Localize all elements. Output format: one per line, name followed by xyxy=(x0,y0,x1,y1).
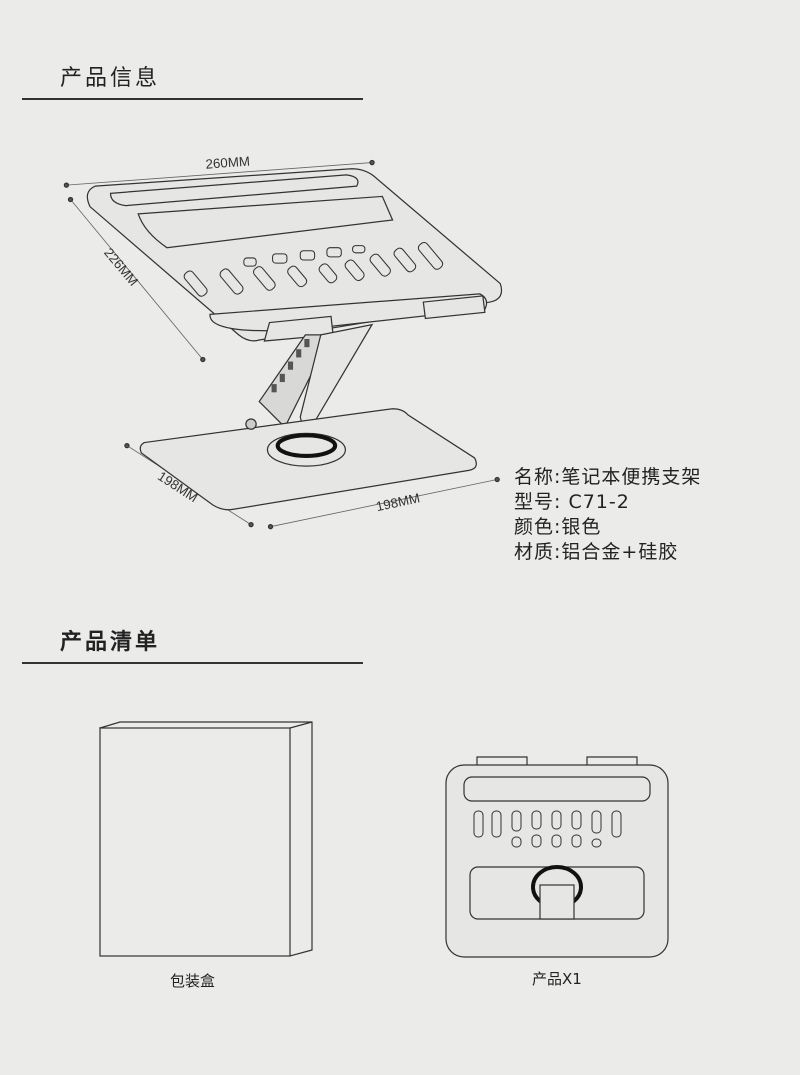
spec-list: 名称:笔记本便携支架 型号: C71-2 颜色:银色 材质:铝合金+硅胶 xyxy=(514,465,701,565)
product-caption: 产品X1 xyxy=(532,970,582,988)
package-box-caption: 包装盒 xyxy=(170,972,216,990)
divider xyxy=(22,662,363,664)
spec-color: 颜色:银色 xyxy=(514,516,602,538)
product-top-view-illustration xyxy=(445,756,669,958)
laptop-stand-diagram: 260MM 226MM 198MM 198MM xyxy=(63,154,503,530)
spec-material: 材质:铝合金+硅胶 xyxy=(514,541,679,563)
dimension-width: 260MM xyxy=(205,154,250,172)
divider xyxy=(22,98,363,100)
package-box-illustration xyxy=(98,721,313,957)
spec-model: 型号: C71-2 xyxy=(514,491,630,513)
section-title-package-list: 产品清单 xyxy=(60,630,161,655)
dimension-depth: 226MM xyxy=(101,245,141,289)
section-title-product-info: 产品信息 xyxy=(60,66,161,91)
dimension-base-width: 198MM xyxy=(375,490,422,514)
spec-name: 名称:笔记本便携支架 xyxy=(514,466,702,488)
